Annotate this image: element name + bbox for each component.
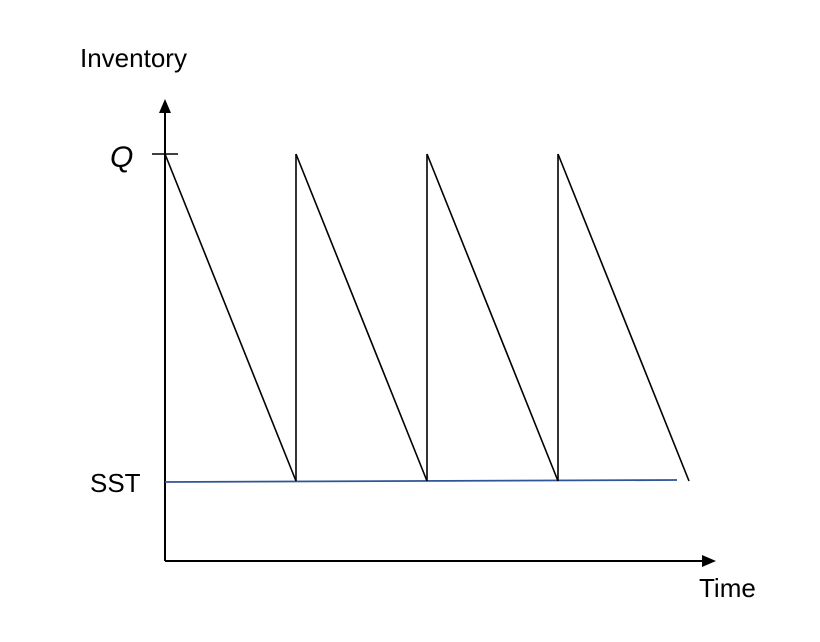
depletion-segment — [557, 153, 690, 482]
depletion-segment — [164, 153, 297, 482]
x-axis-label: Time — [699, 573, 756, 603]
q-tick-label: Q — [110, 141, 133, 174]
x-axis-arrowhead — [702, 555, 716, 567]
safety-stock-line — [164, 479, 678, 483]
inventory-sawtooth-series — [164, 153, 690, 482]
y-axis-label: Inventory — [80, 43, 187, 73]
y-axis-arrowhead — [159, 99, 171, 113]
depletion-segment — [295, 153, 428, 482]
depletion-segment — [426, 153, 559, 482]
sst-tick-label: SST — [90, 468, 141, 498]
